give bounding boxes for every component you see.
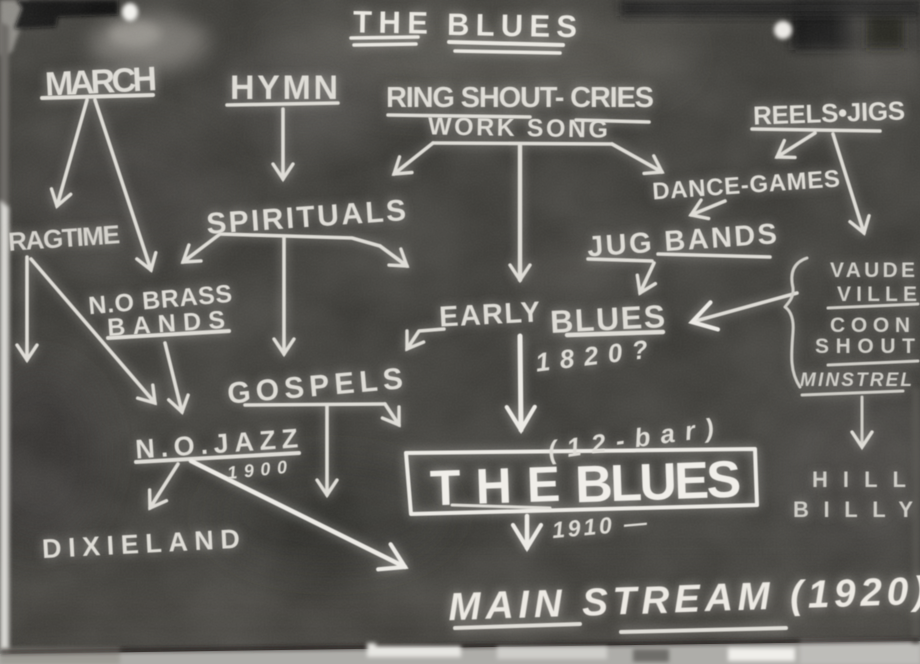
- svg-text:HYMN: HYMN: [230, 69, 338, 107]
- svg-text:BLUES: BLUES: [549, 298, 666, 340]
- svg-text:VAUDE: VAUDE: [830, 259, 915, 282]
- svg-text:RING SHOUT- CRIES: RING SHOUT- CRIES: [386, 82, 654, 114]
- svg-text:BLUES: BLUES: [574, 451, 742, 515]
- svg-text:THE: THE: [429, 456, 561, 517]
- svg-text:EARLY: EARLY: [438, 296, 541, 333]
- svg-text:VILLE: VILLE: [837, 283, 917, 306]
- svg-text:REELS•JIGS: REELS•JIGS: [753, 95, 906, 130]
- svg-text:THE: THE: [353, 4, 429, 40]
- svg-text:WORK SONG: WORK SONG: [428, 112, 608, 143]
- svg-text:BLUES: BLUES: [447, 7, 578, 44]
- svg-text:SHOUT: SHOUT: [815, 335, 915, 358]
- svg-text:MARCH: MARCH: [44, 60, 158, 104]
